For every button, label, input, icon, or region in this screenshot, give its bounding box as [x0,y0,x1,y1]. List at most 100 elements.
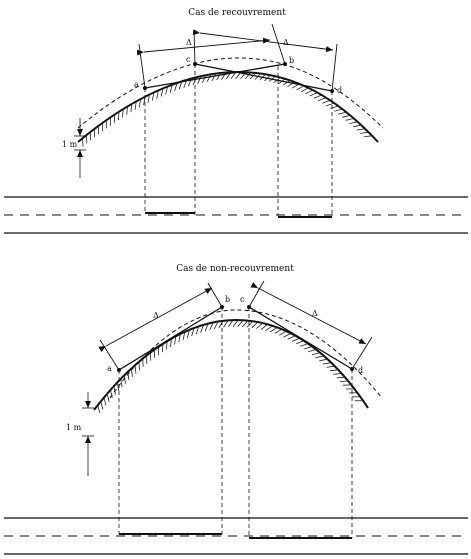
hatch-stroke [213,321,219,330]
hatch-stroke [315,355,324,359]
hatch-stroke [178,81,183,90]
hatch-stroke [336,376,345,379]
hatch-stroke [322,362,332,365]
hatch-stroke [202,74,207,83]
dimension-arrow-c-d [192,29,334,53]
hatch-stroke [134,365,137,374]
hatch-stroke [309,92,318,97]
hatch-stroke [227,319,234,328]
hatch-stroke [307,349,317,353]
hatch-stroke [126,106,128,115]
label-c: c [240,295,245,304]
hatch-stroke [130,103,133,113]
height-label: 1 m [62,140,78,149]
hatch-stroke [237,319,244,327]
dimension-arrow-a-b [136,37,271,56]
hatch-stroke [246,320,254,328]
extension-tick-b [207,282,223,308]
sight-chord-c-d [194,63,333,92]
hatch-stroke [116,382,120,391]
label-c: c [186,55,191,64]
hatch-stroke [103,397,107,406]
hatch-stroke [242,320,249,328]
hatch-stroke [134,101,137,110]
label-a: a [107,364,112,373]
hatch-stroke [156,90,159,99]
hatch-stroke [334,108,343,112]
hatch-stroke [326,102,335,107]
hatch-stroke [256,322,264,329]
hatch-stroke [197,75,202,84]
hatch-stroke [206,74,212,82]
hatch-stroke [113,386,116,395]
hatch-stroke [283,333,292,338]
hatch-stroke [245,72,252,80]
sight-chord-a-b [118,306,223,371]
hatch-stroke [216,72,222,81]
hatch-stroke [118,111,120,121]
hatch-stroke [295,340,305,345]
dimension-arrow-a-b [98,287,213,352]
road-plan [4,196,468,234]
hatch-stroke [120,378,123,388]
extension-tick-a [138,43,146,89]
panel-title-overlap: Cas de recouvrement [188,8,286,18]
hatch-stroke [169,84,173,93]
hatch-stroke [329,369,339,372]
extension-tick-c [248,280,265,308]
hatch-stroke [147,94,150,103]
hatch-stroke [349,121,358,124]
panel-non-overlap: Cas de non-recouvrement a b c d Δ Δ [4,264,468,555]
hatch-stroke [319,358,328,362]
hatch-stroke [127,371,130,381]
hatch-stroke [300,343,309,347]
hatch-stroke [151,92,155,101]
label-d: d [358,366,363,375]
hatch-stroke [296,85,305,91]
height-dimension [82,392,94,476]
label-d: d [337,86,342,95]
hatch-stroke [330,105,339,109]
hatch-stroke [122,109,124,118]
hatch-stroke [269,327,278,333]
hatch-stroke [100,401,104,410]
hatch-stroke [360,131,369,134]
hatch-stroke [313,94,322,99]
label-b: b [225,295,230,304]
hatch-stroke [265,325,273,331]
panel-title-non-overlap: Cas de non-recouvrement [176,264,294,274]
hatch-stroke [211,73,217,82]
hatch-stroke [338,111,347,115]
extension-tick-d [331,43,338,92]
hatch-stroke [138,361,140,371]
hatch-stroke [251,321,259,328]
hatch-stroke [165,86,169,95]
hatch-stroke [174,82,178,92]
hatch-stroke [287,335,296,340]
hatch-stroke [232,319,239,327]
hatch-stroke [311,352,321,356]
sight-chord-c-d [248,306,353,370]
hatch-stroke [123,375,126,384]
hatch-stroke [356,128,366,131]
hatch-stroke [274,328,283,334]
extension-tick-d [351,336,373,370]
hatch-stroke [160,88,164,97]
hatch-stroke [97,405,101,414]
hatch-stroke [106,393,110,402]
hatch-stroke [142,358,144,367]
crest-profile [93,318,369,411]
crest-hatching [97,319,364,414]
hatch-stroke [218,320,224,329]
hatch-stroke [322,99,331,104]
hatch-stroke [223,320,229,328]
dimension-label-2: Δ [283,38,289,47]
hatch-stroke [345,118,354,121]
crest-hatching [82,71,373,147]
projection-lines [144,64,333,216]
hatch-stroke [326,365,335,368]
label-b: b [289,56,294,65]
hatch-stroke [260,323,268,330]
sight-line-curve [109,309,383,399]
